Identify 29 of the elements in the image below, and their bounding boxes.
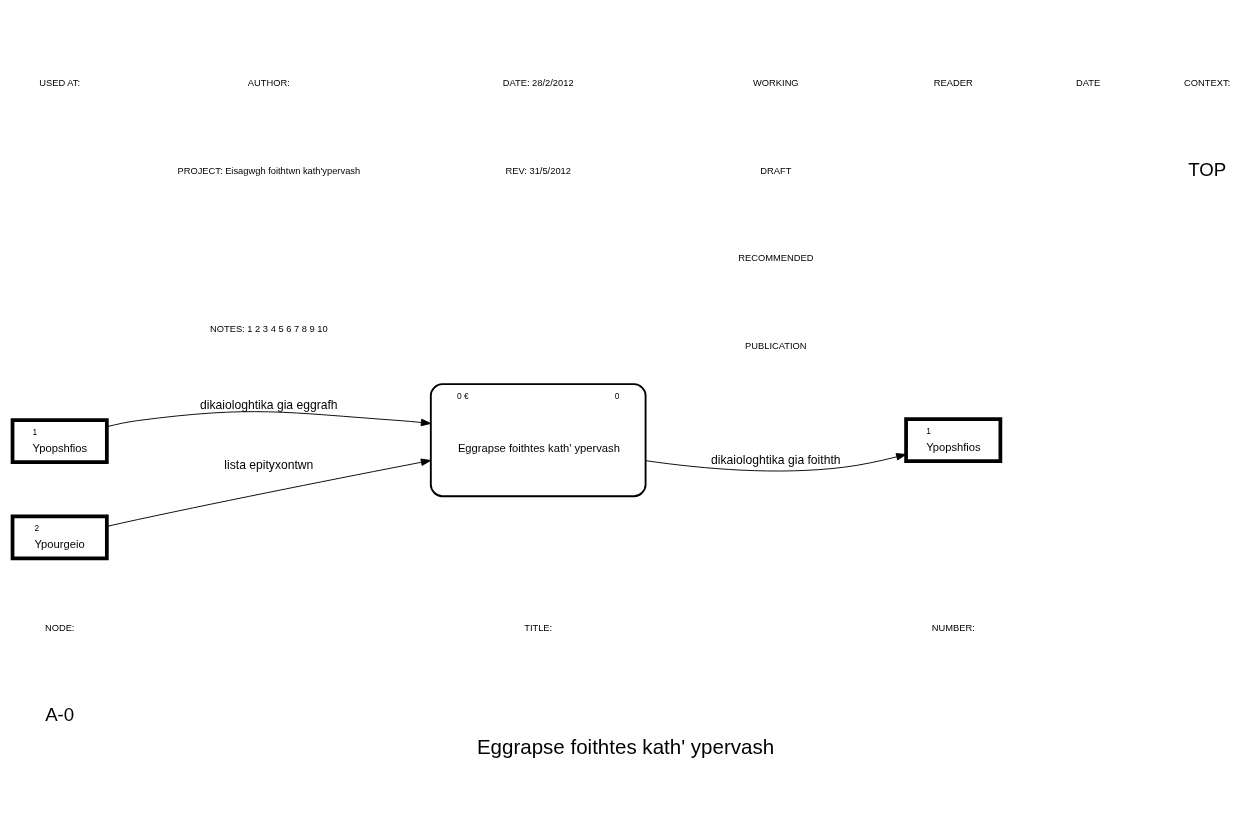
- node-box: 0 € 0 Eggrapse foithtes kath' ypervash: [429, 382, 647, 497]
- label: A-0: [45, 703, 75, 725]
- arrow: [645, 452, 907, 471]
- label: DATE: [1076, 77, 1101, 88]
- label: REV: 31/5/2012: [505, 165, 571, 176]
- label: DRAFT: [760, 165, 792, 176]
- label: AUTHOR:: [247, 77, 290, 88]
- label: PUBLICATION: [745, 340, 807, 351]
- label: CONTEXT:: [1184, 77, 1231, 88]
- label: RECOMMENDED: [738, 252, 814, 263]
- node-box: 1 Ypopshfios: [10, 417, 109, 464]
- label: TITLE:: [524, 622, 553, 633]
- label: NODE:: [44, 622, 75, 633]
- edge-label: dikaiologhtika gia eggrafh: [200, 397, 338, 412]
- arrow: [106, 458, 432, 527]
- node-box: 1 Ypopshfios: [904, 416, 1003, 463]
- diagram-title: Eggrapse foithtes kath' ypervash: [476, 734, 775, 758]
- label: NUMBER:: [931, 622, 975, 633]
- label: TOP: [1188, 158, 1227, 180]
- arrow: [106, 410, 432, 427]
- label: DATE: 28/2/2012: [502, 77, 574, 88]
- label: WORKING: [753, 77, 799, 88]
- label: PROJECT: Eisagwgh foithtwn kath'ypervash: [177, 165, 361, 176]
- label: READER: [933, 77, 973, 88]
- edge-label: dikaiologhtika gia foithth: [711, 452, 841, 467]
- label: NOTES: 1 2 3 4 5 6 7 8 9 10: [209, 323, 328, 334]
- node-box: 2 Ypourgeio: [10, 513, 109, 560]
- label: USED AT:: [39, 77, 81, 88]
- edge-label: lista epityxontwn: [224, 457, 314, 472]
